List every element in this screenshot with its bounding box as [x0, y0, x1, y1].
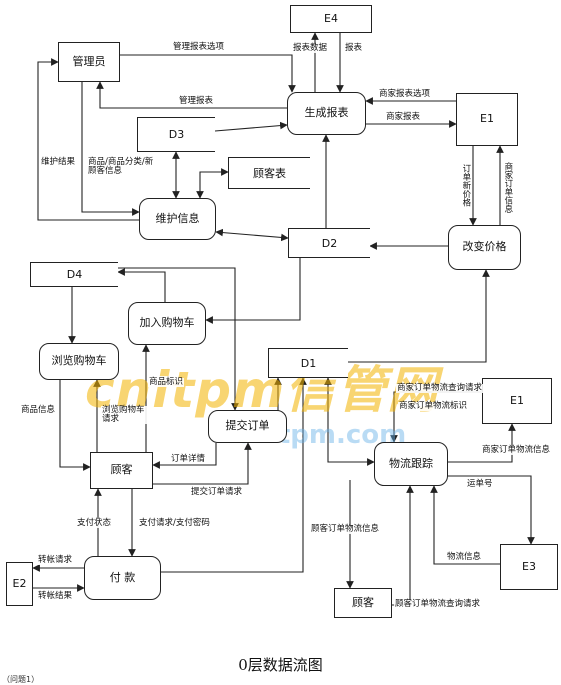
- flow-addcart-d4: [117, 268, 166, 302]
- label-merchant-report: 商家报表: [385, 112, 422, 122]
- flow-admin-report-options: [120, 54, 296, 93]
- store-customer-table[interactable]: 顾客表: [228, 157, 310, 189]
- footnote: （问题1）: [2, 675, 40, 684]
- label-customer-logistics-info: 顾客订单物流信息: [310, 524, 381, 534]
- store-d3[interactable]: D3: [137, 117, 215, 152]
- label-submit-request: 提交订单请求: [190, 487, 244, 497]
- entity-e1-mid[interactable]: E1: [482, 378, 552, 424]
- label-merchant-logistics-info: 商家订单物流信息: [481, 445, 552, 455]
- label-order-detail: 订单详情: [170, 454, 207, 464]
- label-admin-report-options: 管理报表选项: [172, 42, 226, 52]
- label-report-data: 报表数据: [292, 43, 329, 53]
- label-merchant-query: 商家订单物流查询请求: [396, 383, 484, 393]
- flow-d1-price: [345, 269, 490, 363]
- label-maintain-result: 维护结果: [40, 157, 77, 167]
- flow-merchant-logistics-info: [448, 423, 516, 463]
- process-maintain-info[interactable]: 维护信息: [139, 198, 216, 240]
- entity-e1-top[interactable]: E1: [456, 93, 518, 146]
- label-goods-new-customer: 商品/商品分类/新顾客信息: [87, 158, 159, 176]
- entity-customer-main[interactable]: 顾客: [90, 452, 153, 489]
- flow-customer-query: [392, 485, 414, 606]
- flow-d2-addcart: [205, 258, 301, 324]
- label-goods-info: 商品信息: [20, 405, 57, 415]
- diagram-caption: 0层数据流图: [238, 656, 323, 674]
- label-logistics-info: 物流信息: [446, 552, 483, 562]
- label-merchant-logistics-id: 商家订单物流标识: [398, 401, 469, 411]
- entity-e2[interactable]: E2: [6, 562, 33, 606]
- flow-d1-logistics: [324, 377, 375, 466]
- flow-d3-report: [214, 121, 288, 132]
- process-logistics[interactable]: 物流跟踪: [374, 442, 448, 486]
- flow-submit-request: [153, 442, 252, 485]
- flow-d4-submit: [118, 267, 239, 411]
- store-d2[interactable]: D2: [288, 228, 370, 258]
- entity-customer-bottom[interactable]: 顾客: [334, 588, 392, 618]
- process-payment[interactable]: 付 款: [84, 556, 161, 600]
- process-browse-cart[interactable]: 浏览购物车: [39, 343, 119, 380]
- flow-goods-new-customer: [81, 82, 140, 216]
- label-waybill: 运单号: [466, 479, 494, 489]
- flow-maintain-result: [37, 58, 139, 221]
- flow-logistics-info: [430, 485, 500, 565]
- process-change-price[interactable]: 改变价格: [448, 225, 521, 270]
- entity-admin[interactable]: 管理员: [58, 42, 120, 82]
- label-browse-request: 浏览购物车请求: [101, 406, 149, 424]
- flow-admin-report: [96, 81, 287, 109]
- label-pay-request: 支付请求/支付密码: [138, 518, 211, 528]
- flow-custtable-maintain: [196, 168, 229, 199]
- store-d4[interactable]: D4: [30, 262, 118, 287]
- label-order-new-price: 订单新价格: [460, 164, 471, 207]
- entity-e4[interactable]: E4: [290, 5, 372, 33]
- flow-maintain-d2: [215, 228, 289, 242]
- label-goods-id: 商品标识: [148, 377, 185, 387]
- process-gen-report[interactable]: 生成报表: [287, 92, 366, 135]
- flow-order-detail: [152, 443, 217, 469]
- flow-waybill: [448, 475, 535, 545]
- flow-payment-d1: [161, 377, 307, 573]
- label-report: 报表: [344, 43, 364, 53]
- label-merchant-report-options: 商家报表选项: [378, 89, 432, 99]
- label-customer-query: 顾客订单物流查询请求: [394, 599, 482, 609]
- label-pay-status: 支付状态: [76, 518, 113, 528]
- label-admin-report: 管理报表: [178, 96, 215, 106]
- label-transfer-result: 转帐结果: [37, 591, 74, 601]
- process-submit-order[interactable]: 提交订单: [208, 410, 287, 443]
- entity-e3[interactable]: E3: [500, 544, 558, 590]
- store-d1[interactable]: D1: [268, 348, 348, 378]
- label-merchant-order-info: 商家订单信息: [502, 162, 513, 213]
- flow-goods-info: [59, 380, 91, 471]
- label-transfer-request: 转帐请求: [37, 555, 74, 565]
- process-add-cart[interactable]: 加入购物车: [128, 302, 206, 345]
